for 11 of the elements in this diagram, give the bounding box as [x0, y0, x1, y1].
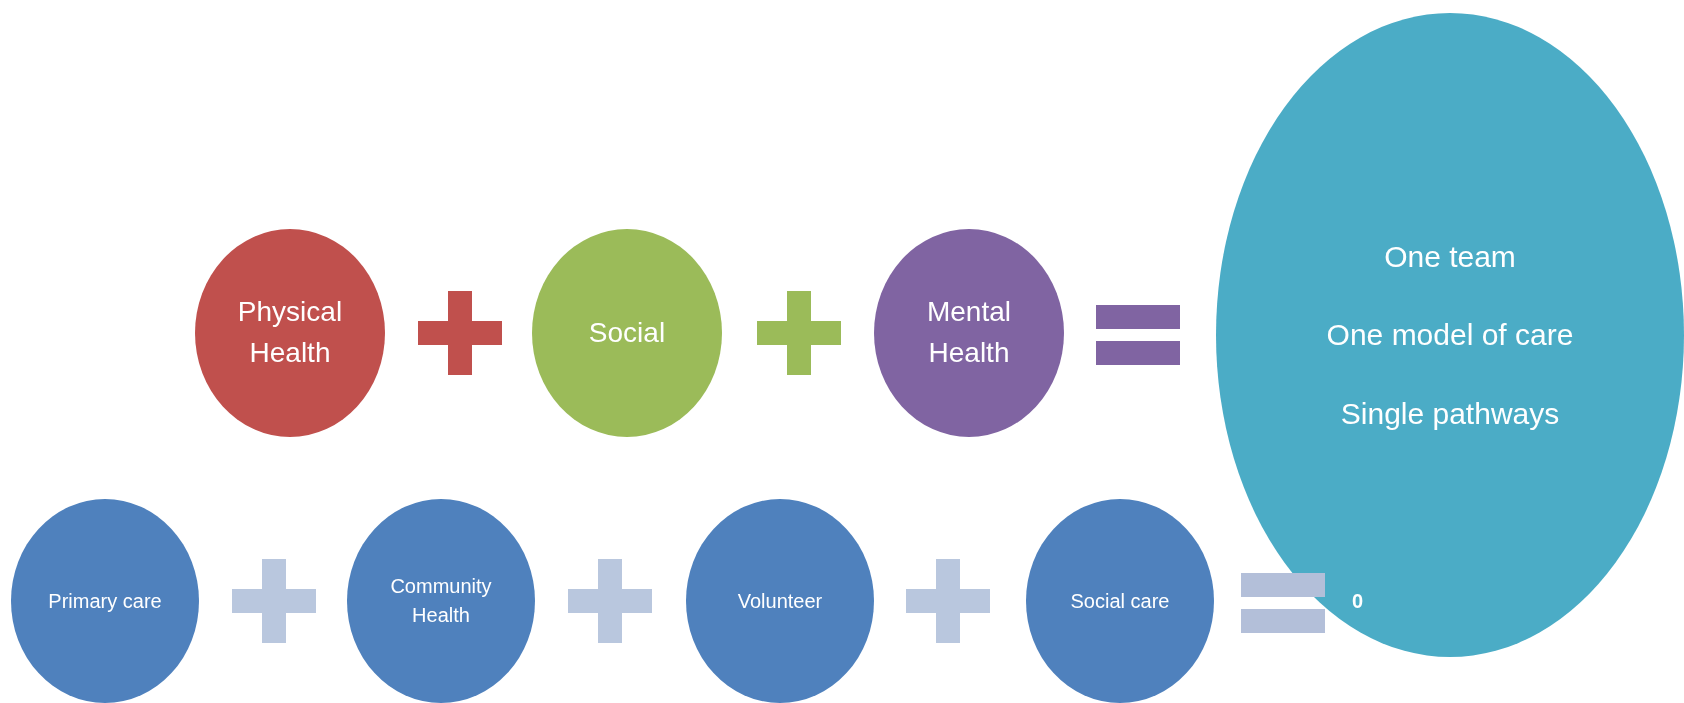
node-text: Community Health [389, 574, 493, 628]
node-text: One model of care [1326, 317, 1574, 354]
node-text: Mental Health [925, 295, 1012, 370]
node-text: One team [1384, 238, 1516, 275]
node-text: Physical Health [236, 295, 344, 370]
node-text: Social care [1070, 588, 1170, 614]
node-text: Primary care [48, 588, 162, 614]
node-text: Single pathways [1340, 395, 1560, 432]
note-text: 0 [1352, 590, 1364, 613]
node-text: Social [588, 315, 666, 350]
node-text: Volunteer [737, 588, 823, 614]
